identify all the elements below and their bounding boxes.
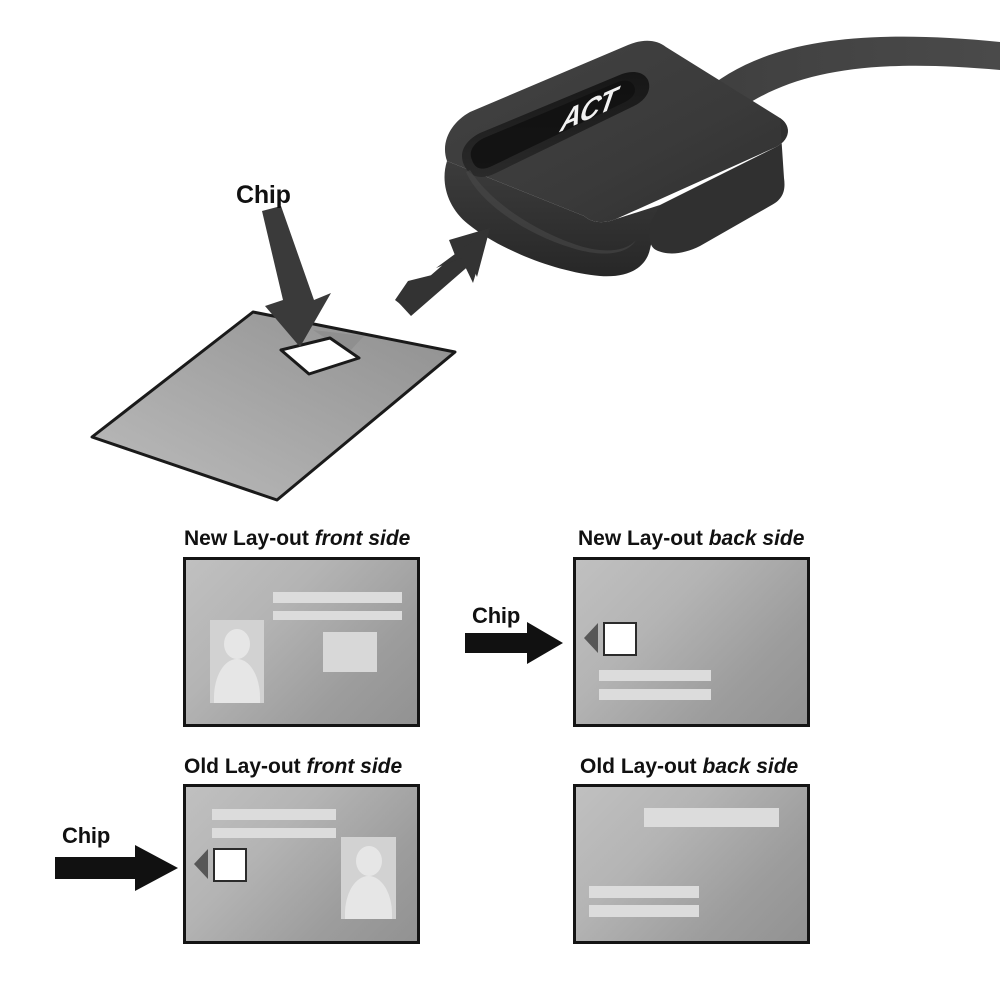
panel-title-bold: Old Lay-out — [184, 755, 301, 778]
chip-square — [213, 848, 247, 882]
panel-title-italic: front side — [314, 527, 411, 550]
reader-front-face — [444, 161, 660, 277]
chip-label-old-front: Chip — [62, 823, 111, 848]
chip-square — [603, 622, 637, 656]
grey-block — [323, 632, 377, 672]
card-panel-old-front — [183, 784, 420, 944]
panel-title-bold: New Lay-out — [578, 527, 703, 550]
panel-title-old-front: Old Lay-out front side — [184, 755, 402, 779]
card-panel-new-front — [183, 557, 420, 727]
text-strip — [599, 689, 711, 700]
panel-title-bold: Old Lay-out — [580, 755, 697, 778]
text-strip — [212, 828, 336, 838]
reader-top-face — [444, 40, 788, 223]
reader-cable — [700, 36, 1000, 120]
reader-slot-inner-highlight — [470, 80, 635, 169]
panel-title-new-back: New Lay-out back side — [578, 527, 804, 551]
chip-direction-triangle — [584, 623, 598, 653]
reader-slot-lip — [466, 170, 636, 254]
panel-title-italic: back side — [708, 527, 805, 550]
panel-title-old-back: Old Lay-out back side — [580, 755, 798, 779]
card-direction-marker — [313, 330, 364, 353]
panel-title-italic: front side — [306, 755, 403, 778]
text-strip — [212, 809, 336, 820]
chip-direction-triangle — [194, 849, 208, 879]
text-strip — [273, 592, 402, 603]
chip-arrow-old-front — [55, 845, 178, 891]
photo-placeholder — [210, 620, 264, 703]
text-strip — [644, 808, 779, 827]
panel-title-bold: New Lay-out — [184, 527, 309, 550]
insert-arrow-head — [436, 229, 489, 283]
smartcard-chip — [279, 336, 361, 376]
text-strip — [589, 905, 699, 917]
text-strip — [273, 611, 402, 620]
chip-arrow-new-back — [465, 622, 563, 664]
card-panel-new-back — [573, 557, 810, 727]
insert-arrow-shaft — [399, 243, 480, 316]
chip-label-card: Chip — [236, 181, 291, 209]
panel-title-italic: back side — [702, 755, 799, 778]
silhouette-head — [356, 846, 382, 876]
card-panel-old-back — [573, 784, 810, 944]
smartcard-perspective — [90, 310, 457, 502]
reader-right-wing — [649, 118, 788, 254]
text-strip — [589, 886, 699, 898]
chip-label-new-back: Chip — [472, 603, 521, 628]
text-strip — [599, 670, 711, 681]
photo-placeholder — [341, 837, 396, 919]
silhouette-head — [224, 629, 250, 659]
panel-title-new-front: New Lay-out front side — [184, 527, 410, 551]
chip-pointer-arrow — [262, 206, 331, 347]
